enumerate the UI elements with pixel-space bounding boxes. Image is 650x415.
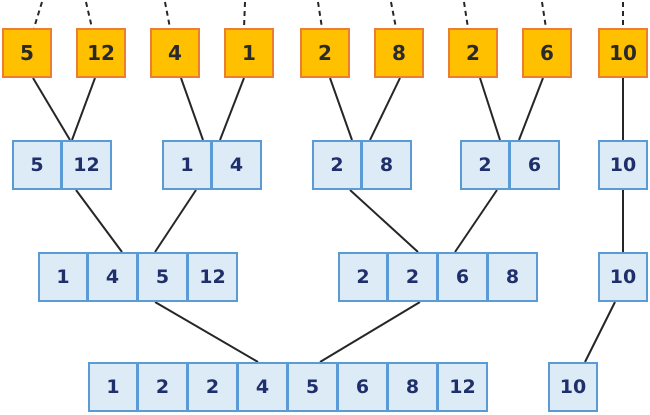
input-value-box: 1 — [224, 28, 274, 78]
incoming-dashed-line-5 — [390, 1, 397, 29]
merge-line-5 — [369, 77, 401, 141]
merge-line-7 — [518, 77, 544, 141]
merge-line-9 — [75, 189, 123, 253]
final-array-cell: 2 — [138, 362, 188, 412]
incoming-dashed-line-1 — [85, 1, 93, 29]
merge-line-11 — [349, 189, 419, 253]
sorted-pairs-array-cell: 1 — [162, 140, 212, 190]
input-value-box: 2 — [448, 28, 498, 78]
input-value-box: 2 — [300, 28, 350, 78]
sorted-pairs-array-cell: 2 — [312, 140, 362, 190]
incoming-dashed-line-7 — [541, 1, 547, 29]
final-array-cell: 6 — [338, 362, 388, 412]
input-value-box: 8 — [374, 28, 424, 78]
sorted-quads-array-cell: 10 — [598, 252, 648, 302]
input-value-box: 10 — [598, 28, 648, 78]
sorted-quads-array-cell: 2 — [388, 252, 438, 302]
sorted-pairs-array-cell: 4 — [212, 140, 262, 190]
input-value-box: 4 — [150, 28, 200, 78]
merge-line-15 — [319, 301, 421, 363]
sorted-pairs-array-cell: 10 — [598, 140, 648, 190]
final-array-cell: 1 — [88, 362, 138, 412]
incoming-dashed-line-4 — [317, 1, 323, 29]
merge-line-2 — [180, 77, 204, 141]
input-value-box: 6 — [522, 28, 572, 78]
final-array-cell: 8 — [388, 362, 438, 412]
merge-line-1 — [71, 77, 96, 141]
merge-line-10 — [154, 189, 197, 253]
sorted-quads-array-cell: 8 — [488, 252, 538, 302]
sorted-quads-array-cell: 12 — [188, 252, 238, 302]
sorted-pairs-array-cell: 12 — [62, 140, 112, 190]
sorted-quads-array-cell: 2 — [338, 252, 388, 302]
merge-line-14 — [154, 301, 259, 363]
sorted-quads-array-cell: 1 — [38, 252, 88, 302]
incoming-dashed-line-6 — [463, 1, 469, 29]
merge-line-16 — [584, 301, 616, 363]
sorted-pairs-array-cell: 8 — [362, 140, 412, 190]
merge-line-12 — [454, 189, 498, 253]
sorted-pairs-array-cell: 5 — [12, 140, 62, 190]
sorted-quads-array-cell: 5 — [138, 252, 188, 302]
merge-line-4 — [329, 77, 353, 141]
incoming-dashed-line-3 — [243, 1, 246, 29]
merge-line-3 — [219, 77, 245, 141]
input-value-box: 12 — [76, 28, 126, 78]
sorted-pairs-array-cell: 6 — [510, 140, 560, 190]
final-array-cell: 4 — [238, 362, 288, 412]
incoming-dashed-line-2 — [164, 1, 171, 29]
final-array-cell: 5 — [288, 362, 338, 412]
final-array-cell: 2 — [188, 362, 238, 412]
incoming-dashed-line-0 — [33, 1, 43, 29]
input-value-box: 5 — [2, 28, 52, 78]
sorted-quads-array-cell: 6 — [438, 252, 488, 302]
final-array-cell: 12 — [438, 362, 488, 412]
sorted-pairs-array-cell: 2 — [460, 140, 510, 190]
sorted-quads-array-cell: 4 — [88, 252, 138, 302]
final-array-cell: 10 — [548, 362, 598, 412]
merge-line-0 — [32, 77, 71, 141]
merge-line-6 — [479, 77, 501, 141]
